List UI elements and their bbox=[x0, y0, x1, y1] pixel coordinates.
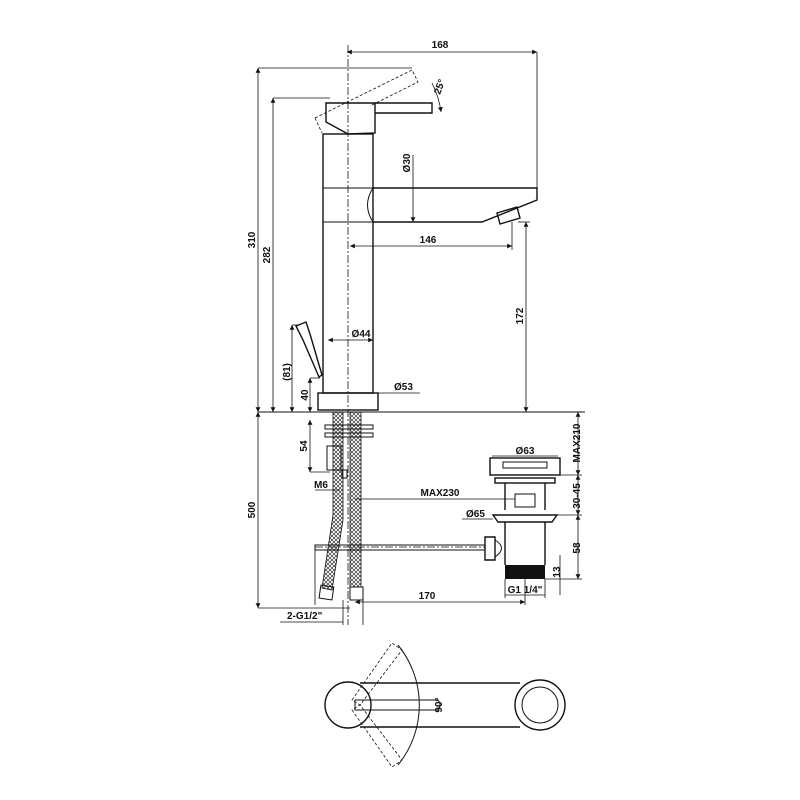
dim-waste-lower-flange: Ø65 bbox=[466, 509, 485, 520]
dim-body-diameter: Ø44 bbox=[352, 329, 371, 340]
dim-rod-horizontal: 170 bbox=[419, 591, 436, 602]
flexible-hoses bbox=[318, 411, 364, 601]
pop-up-waste bbox=[489, 457, 561, 579]
base-ring bbox=[317, 392, 379, 411]
dim-hose-length: 500 bbox=[247, 501, 258, 518]
dim-lever-height: 282 bbox=[262, 246, 273, 263]
dim-overall-height: 310 bbox=[247, 231, 258, 248]
dim-base-diameter: Ø53 bbox=[394, 382, 413, 393]
dim-base-height: 40 bbox=[300, 389, 311, 401]
dim-waste-body-height: 58 bbox=[572, 542, 583, 554]
aerator bbox=[496, 206, 521, 225]
dim-pop-up-rod-height: (81) bbox=[282, 363, 293, 381]
dim-spout-height: 172 bbox=[515, 307, 526, 324]
dim-basin-thickness: 30-45 bbox=[572, 483, 583, 509]
under-counter-view: 500 54 M6 MAX230 Ø63 Ø65 MAX210 30-45 58… bbox=[247, 411, 583, 625]
dim-hose-connection: 2-G1/2" bbox=[287, 611, 323, 622]
dim-waste-flange-diameter: Ø63 bbox=[516, 446, 535, 457]
lever-plan bbox=[354, 699, 441, 711]
dim-overall-reach: 168 bbox=[432, 40, 449, 51]
lever-handle bbox=[314, 69, 443, 135]
dim-rod-thread: M6 bbox=[314, 480, 328, 491]
body-circle bbox=[324, 681, 372, 729]
dim-lever-angle: 25° bbox=[432, 78, 448, 96]
spout bbox=[367, 187, 538, 225]
pop-up-lever bbox=[295, 321, 323, 379]
dim-rotation-angle: 90° bbox=[434, 697, 445, 712]
dim-rod-max-length: MAX230 bbox=[421, 488, 460, 499]
dim-spout-projection: 146 bbox=[420, 235, 437, 246]
rod-knob bbox=[484, 536, 496, 561]
spout-outlet-circle bbox=[521, 686, 559, 724]
plan-view: 90° bbox=[324, 642, 566, 768]
dim-spout-diameter: Ø30 bbox=[402, 153, 413, 172]
elevation-view: 168 25° 310 282 Ø30 146 172 Ø44 Ø53 (81)… bbox=[247, 40, 585, 625]
shank-and-nut bbox=[324, 424, 374, 479]
dim-shank-length: 54 bbox=[299, 440, 310, 452]
dim-waste-max-length: MAX210 bbox=[572, 423, 583, 462]
dim-thread-height: 13 bbox=[552, 566, 563, 578]
